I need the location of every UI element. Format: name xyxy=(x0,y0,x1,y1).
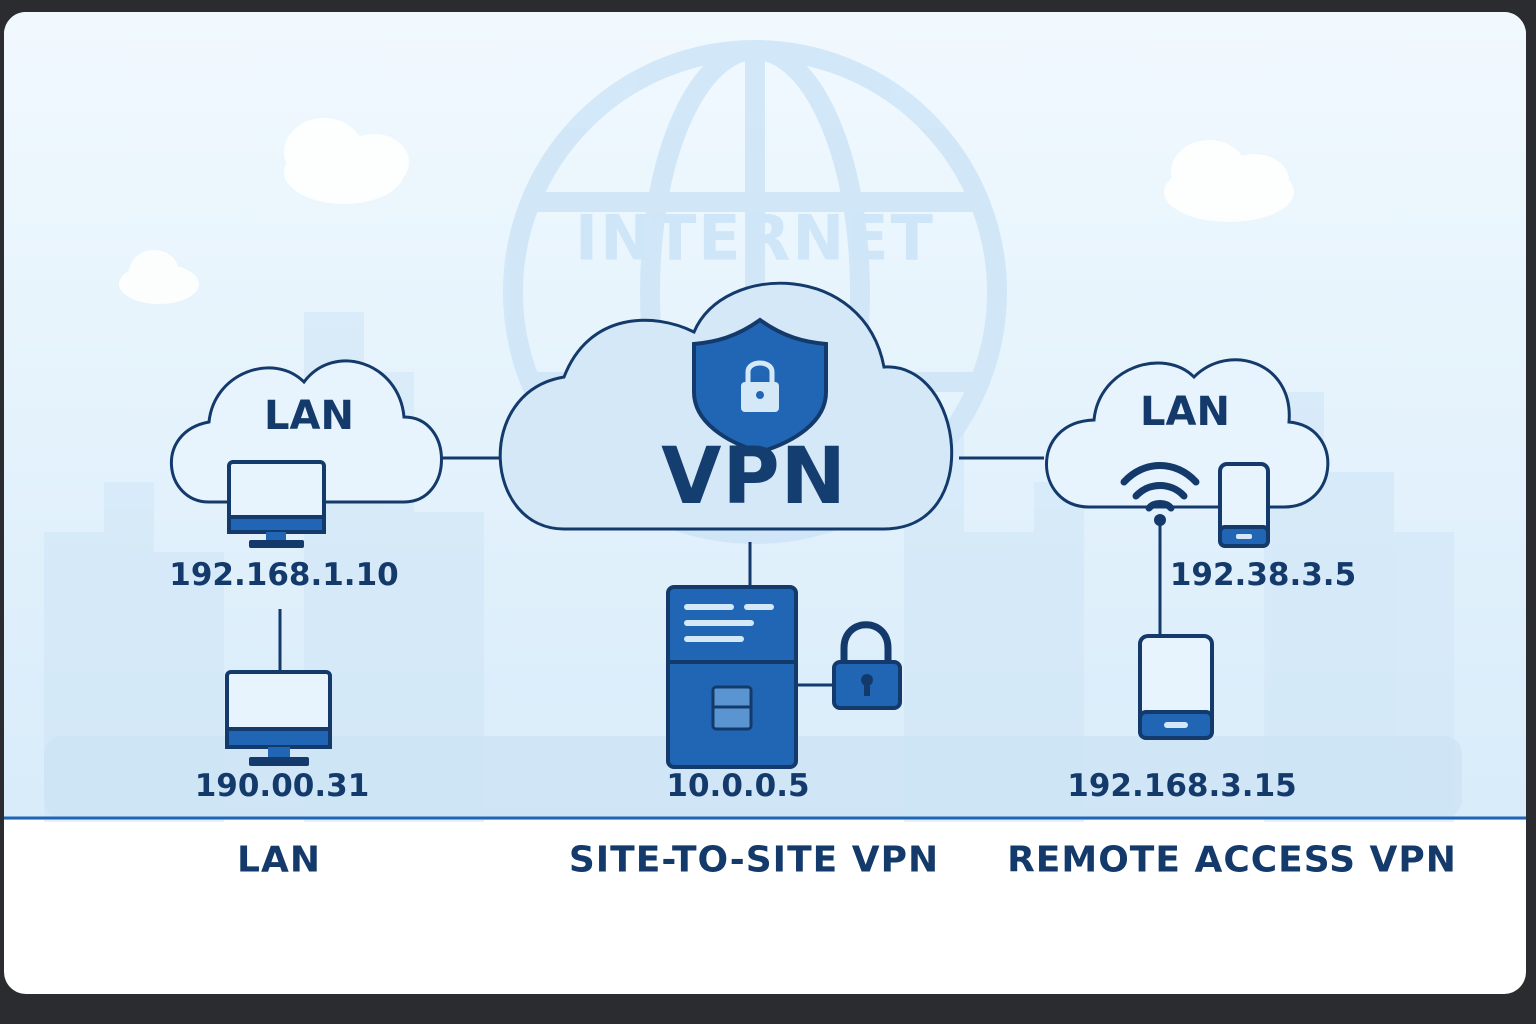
ip-address-tablet: 192.168.3.15 xyxy=(1067,768,1297,804)
connection-lines xyxy=(278,456,1162,687)
decorative-clouds xyxy=(119,118,1294,304)
shield-lock-icon xyxy=(692,317,828,455)
ip-address-left-bottom: 190.00.31 xyxy=(194,768,370,804)
smartphone-icon xyxy=(1218,462,1270,548)
server-icon xyxy=(666,585,798,769)
wifi-icon xyxy=(1120,462,1200,512)
category-lan: LAN xyxy=(237,839,321,881)
category-site-to-site: SITE-TO-SITE VPN xyxy=(568,839,940,881)
category-remote-access: REMOTE ACCESS VPN xyxy=(1007,839,1457,881)
desktop-monitor-icon xyxy=(225,670,332,766)
ip-address-left-top: 192.168.1.10 xyxy=(169,557,399,593)
tablet-icon xyxy=(1138,634,1214,740)
right-cloud-label: LAN xyxy=(1140,389,1230,435)
wifi-dot xyxy=(1154,514,1166,526)
network-diagram xyxy=(4,12,1526,822)
ground-band xyxy=(44,736,1462,818)
ip-address-server: 10.0.0.5 xyxy=(666,768,810,804)
ip-address-phone: 192.38.3.5 xyxy=(1169,557,1357,593)
internet-label: INTERNET xyxy=(575,201,935,275)
diagram-frame: INTERNET LAN VPN LAN 192.168.1.10 190.00… xyxy=(4,12,1526,994)
monitor-icon xyxy=(227,460,326,548)
left-cloud-label: LAN xyxy=(264,393,354,439)
vpn-cloud-label: VPN xyxy=(661,432,847,522)
padlock-icon xyxy=(832,621,902,710)
